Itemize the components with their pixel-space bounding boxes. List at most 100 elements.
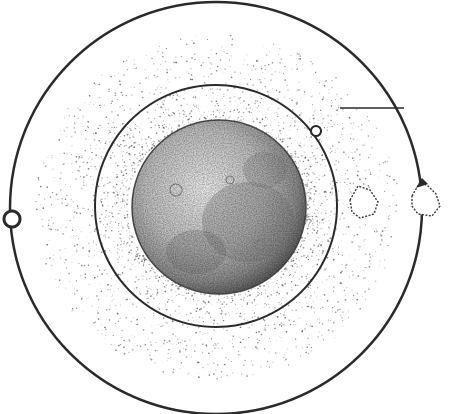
halo-speck <box>328 89 330 91</box>
halo-speck <box>283 314 285 316</box>
halo-speck <box>92 132 95 135</box>
halo-speck <box>297 89 299 91</box>
central-sphere <box>131 119 307 295</box>
halo-speck <box>307 201 308 203</box>
halo-speck <box>100 234 102 236</box>
halo-speck <box>128 189 129 190</box>
halo-speck <box>224 313 227 315</box>
halo-speck <box>147 136 150 138</box>
halo-speck <box>283 308 285 310</box>
halo-speck <box>341 175 343 177</box>
halo-speck <box>134 281 136 283</box>
halo-speck <box>124 169 126 171</box>
halo-speck <box>263 46 265 48</box>
halo-speck <box>359 247 361 248</box>
halo-speck <box>246 302 249 304</box>
halo-speck <box>345 264 347 266</box>
halo-speck <box>279 304 281 306</box>
halo-speck <box>57 198 59 201</box>
halo-speck <box>217 65 219 68</box>
halo-speck <box>151 57 153 60</box>
halo-speck <box>254 315 256 317</box>
halo-speck <box>277 98 279 100</box>
halo-speck <box>78 171 80 173</box>
halo-speck <box>76 205 79 207</box>
halo-speck <box>283 73 285 74</box>
halo-speck <box>218 298 220 300</box>
halo-speck <box>109 289 111 291</box>
halo-speck <box>136 158 138 160</box>
halo-speck <box>396 183 398 185</box>
halo-speck <box>146 290 149 292</box>
halo-speck <box>302 160 305 163</box>
halo-speck <box>295 324 297 326</box>
halo-speck <box>117 224 119 226</box>
halo-speck <box>215 115 217 118</box>
halo-speck <box>341 320 344 322</box>
halo-speck <box>298 317 300 319</box>
halo-speck <box>114 94 117 97</box>
halo-speck <box>308 195 310 197</box>
halo-speck <box>170 289 172 292</box>
halo-speck <box>351 289 353 291</box>
halo-speck <box>347 310 349 312</box>
halo-speck <box>136 253 138 256</box>
halo-speck <box>287 304 290 307</box>
halo-speck <box>134 167 136 169</box>
halo-speck <box>311 255 313 257</box>
halo-speck <box>273 134 274 135</box>
halo-speck <box>131 174 133 176</box>
halo-speck <box>395 204 398 207</box>
halo-speck <box>138 104 141 107</box>
halo-speck <box>129 298 131 300</box>
halo-speck <box>143 261 145 264</box>
halo-speck <box>203 75 205 78</box>
halo-speck <box>369 171 372 173</box>
halo-speck <box>351 152 353 153</box>
halo-speck <box>228 359 230 360</box>
halo-speck <box>73 115 76 117</box>
halo-speck <box>105 335 107 336</box>
halo-speck <box>319 82 321 84</box>
halo-speck <box>267 91 269 93</box>
halo-speck <box>317 212 320 214</box>
halo-speck <box>75 250 78 253</box>
halo-speck <box>313 221 315 223</box>
halo-speck <box>131 348 134 351</box>
halo-speck <box>322 249 324 252</box>
halo-speck <box>114 202 116 204</box>
halo-speck <box>147 76 150 78</box>
halo-speck <box>125 59 128 62</box>
halo-speck <box>350 133 352 135</box>
halo-speck <box>299 144 301 147</box>
halo-speck <box>119 191 121 193</box>
halo-speck <box>88 103 90 105</box>
halo-speck <box>205 304 207 306</box>
halo-speck <box>330 115 332 117</box>
halo-speck <box>245 361 246 363</box>
halo-speck <box>327 115 329 117</box>
halo-speck <box>342 111 344 113</box>
halo-speck <box>312 301 314 302</box>
halo-speck <box>122 184 125 187</box>
halo-speck <box>99 221 101 223</box>
halo-speck <box>239 315 241 318</box>
halo-speck <box>264 324 267 326</box>
halo-speck <box>325 278 328 281</box>
halo-speck <box>265 131 267 133</box>
halo-speck <box>342 108 344 111</box>
halo-speck <box>272 43 275 46</box>
halo-speck <box>88 297 90 299</box>
halo-speck <box>358 248 361 251</box>
halo-speck <box>270 79 272 81</box>
halo-speck <box>268 131 270 133</box>
halo-speck <box>131 170 133 172</box>
halo-speck <box>200 303 202 305</box>
halo-speck <box>308 191 310 193</box>
halo-speck <box>284 359 286 361</box>
halo-speck <box>313 155 315 157</box>
halo-speck <box>375 229 377 231</box>
halo-speck <box>89 144 92 146</box>
halo-speck <box>345 172 346 174</box>
halo-speck <box>364 122 366 124</box>
